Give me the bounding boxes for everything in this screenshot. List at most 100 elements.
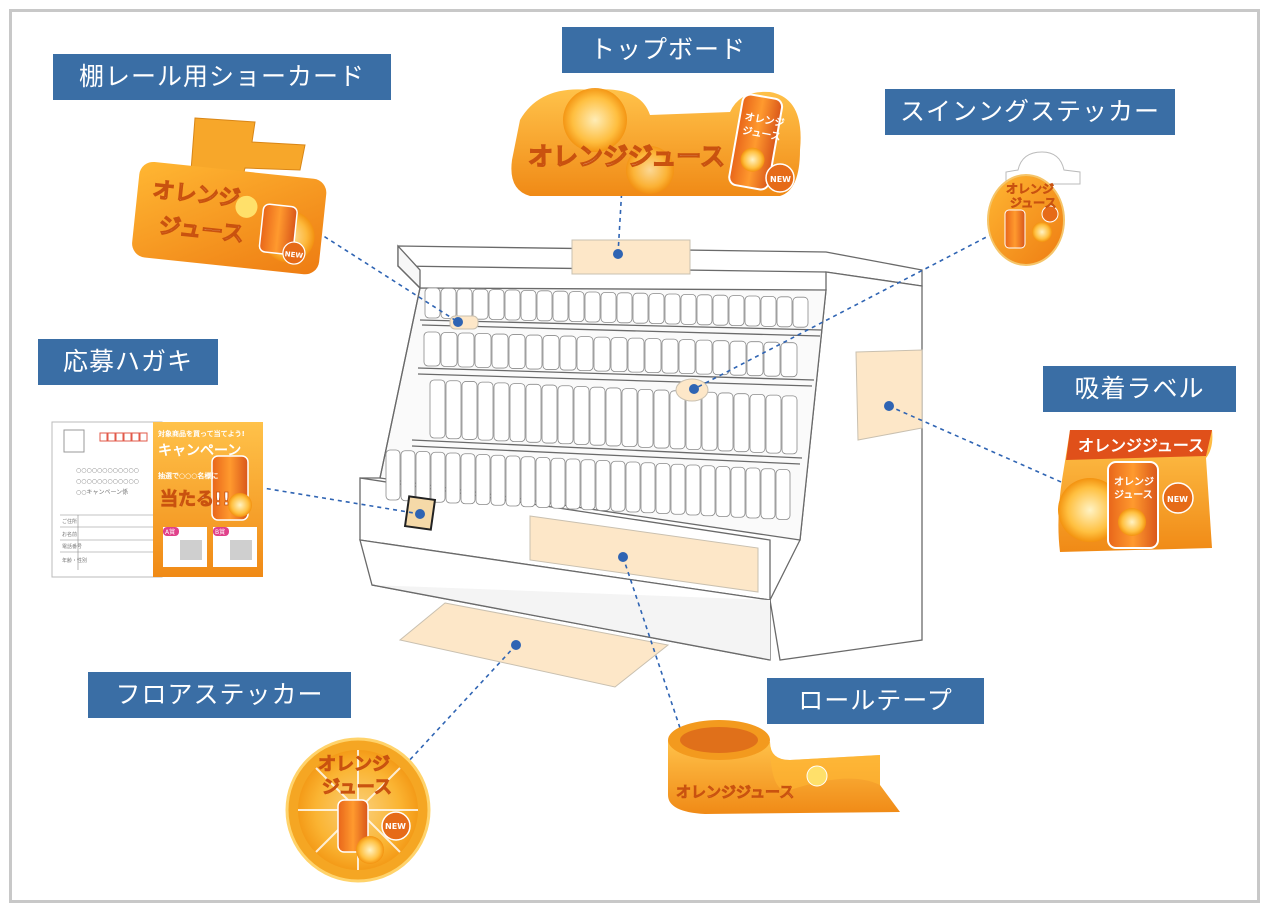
shelf-bottle [661,338,679,374]
postcard-win-text: 当たる!! [160,488,230,510]
shelf-bottle [637,388,654,448]
shelf-bottle [744,295,761,327]
shelf-bottle [781,395,798,455]
shelf-bottle [573,386,590,445]
shelf-bottle [625,461,641,513]
shelf-bottle [488,289,505,321]
shelf-bottle [653,389,670,449]
shelf-bottle [445,452,461,504]
shelf-bottle [535,457,551,508]
shelf-bottle [456,288,473,320]
postcard-form-row-2: お名前 [62,531,77,538]
shelf-card-pop: オレンジ ジュース NEW [132,117,327,275]
postcard-prize-line: 抽選で○○○名様に [158,471,218,480]
shelf-bottle [580,459,596,511]
shelf-bottle [584,291,601,323]
shelf-bottle [745,467,761,519]
shelf-bottle [648,293,665,325]
shelf-bottle [695,339,713,375]
shelf-bottle [509,383,526,443]
shelf-bottle [491,333,509,369]
shelf-bottle [729,340,747,376]
shelf-bottle [730,466,746,518]
postcard-address-note: ○○キャンペーン係 [76,488,128,496]
shelf-bottle [760,468,776,520]
shelf-bottle [605,387,622,447]
shelf-bottle [423,331,441,367]
shelf-bottle [765,394,782,454]
shelf-bottle [775,469,791,520]
shelf-bottle [717,392,734,452]
shelf-bottle [552,290,569,322]
shelf-bottle [477,381,494,441]
shelf-bottle [474,333,492,368]
postcard-form-row-1: ご住所 [62,518,77,525]
shelf-bottle [542,335,560,370]
shelf-bottle [536,290,553,322]
shelf-bottle [728,295,745,327]
application-postcard: ○○○○○○○○○○○○ ○○○○○○○○○○○○ ○○キャンペーン係 ご住所 … [51,421,263,578]
shelf-bottle [541,384,558,444]
shelf-products [385,287,809,520]
shelf-bottle [557,385,574,445]
connector-lines [250,185,1078,765]
shelf-bottle [627,337,645,373]
shelf-bottle [780,342,798,378]
shelf-bottle [385,449,401,501]
shelf-bottle [429,379,446,439]
top-board-area [571,239,691,275]
shelf-bottle [595,460,611,511]
label-roll-tape: ロールテープ [767,678,984,724]
shelf-bottle [621,388,638,448]
label-shelf-card: 棚レール用ショーカード [53,54,391,100]
shelf-bottle [632,292,649,324]
roll-tape-title: オレンジジュース [676,783,794,801]
shelf-bottle [655,463,671,514]
postcard-campaign-title: キャンペーン [158,443,241,459]
shelf-bottle [715,466,731,517]
floor-sticker-badge: NEW [385,822,406,831]
floor-sticker-area [398,602,670,688]
suction-label-can-line2: ジュース [1114,489,1153,501]
suction-label-title: オレンジジュース [1078,436,1204,455]
shelf-bottle [461,381,478,440]
shelf-bottle [550,457,566,509]
shelf-bottle [610,337,628,373]
shelf-bottle [505,455,521,507]
shelf-bottle [457,332,475,368]
shelf-bottle [616,292,633,324]
shelf-bottle [664,293,681,325]
label-application-card: 応募ハガキ [38,339,218,385]
top-board-badge: NEW [770,175,791,184]
label-suction-label: 吸着ラベル [1043,366,1236,412]
suction-label-area [855,349,923,441]
shelf-bottle [460,453,476,505]
shelf-bottle [440,332,458,367]
shelf-bottle [440,287,457,319]
shelf-bottle [696,294,713,326]
postcard-form-row-4: 年齢・性別 [62,557,87,564]
floor-sticker-line2: ジュース [322,777,392,798]
shelf-bottle [700,465,716,517]
suction-label-badge: NEW [1167,495,1188,504]
label-floor-sticker: フロアステッカー [88,672,351,718]
shelf-bottle [760,295,777,327]
shelf-bottle [490,454,506,506]
postcard-dots-1: ○○○○○○○○○○○○ [76,467,139,474]
shelf-bottle [475,454,491,505]
shelf-bottle [749,393,766,453]
shelf-bottle [520,456,536,508]
shelf-bottle [508,334,526,369]
shelf-bottle [644,338,662,374]
shelf-bottle [565,458,581,510]
label-top-board: トップボード [562,27,774,73]
shelf-bottle [445,380,462,440]
shelf-bottle [610,460,626,512]
shelf-bottle [504,289,521,321]
shelf-bottle [520,289,537,321]
top-board-pop: オレンジ ジュース NEW オレンジジュース [511,88,801,196]
shelf-bottle [680,293,697,325]
shelf-bottle [712,294,729,326]
postcard-form-row-3: 電話番号 [62,543,82,550]
swing-sticker-pop: オレンジ ジュース [987,151,1081,266]
